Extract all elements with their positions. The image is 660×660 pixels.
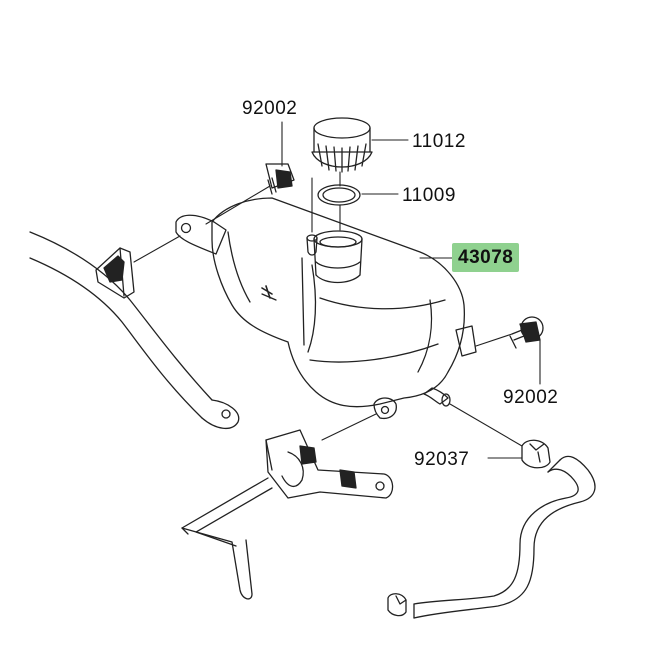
part-label-clamp: 92037 xyxy=(414,449,470,470)
gasket xyxy=(317,184,361,206)
lower-hose-clamp xyxy=(387,593,407,617)
filler-neck xyxy=(313,230,363,284)
support-stay xyxy=(181,477,273,600)
part-label-gasket: 11009 xyxy=(402,185,456,206)
bottom-lug xyxy=(373,397,397,420)
spigot-to-clamp-line xyxy=(449,403,523,447)
part-label-tank: 43078 xyxy=(452,243,520,272)
lug-to-bracket-line xyxy=(321,413,377,441)
lower-bracket xyxy=(265,429,394,499)
rail-bracket xyxy=(95,247,135,299)
hose-clamp xyxy=(521,439,551,469)
outlet-spigot xyxy=(423,387,451,407)
part-label-upper-bolt: 92002 xyxy=(242,98,298,119)
tank-side-tab xyxy=(455,325,477,357)
part-label-cap: 11012 xyxy=(412,131,466,152)
part-label-side-bolt: 92002 xyxy=(503,387,559,408)
leader-lines xyxy=(133,121,541,459)
frame-rail xyxy=(29,231,240,429)
tank-flange xyxy=(175,214,227,255)
reservoir-tank xyxy=(211,197,466,408)
side-bolt xyxy=(509,316,544,349)
overflow-nipple xyxy=(306,234,318,256)
coolant-hose xyxy=(413,455,596,619)
upper-bolt xyxy=(265,163,295,195)
cap xyxy=(311,117,373,173)
bolt-to-flange-line xyxy=(205,185,271,225)
flange-to-rail-line xyxy=(133,235,181,263)
side-bolt-line xyxy=(475,333,513,347)
